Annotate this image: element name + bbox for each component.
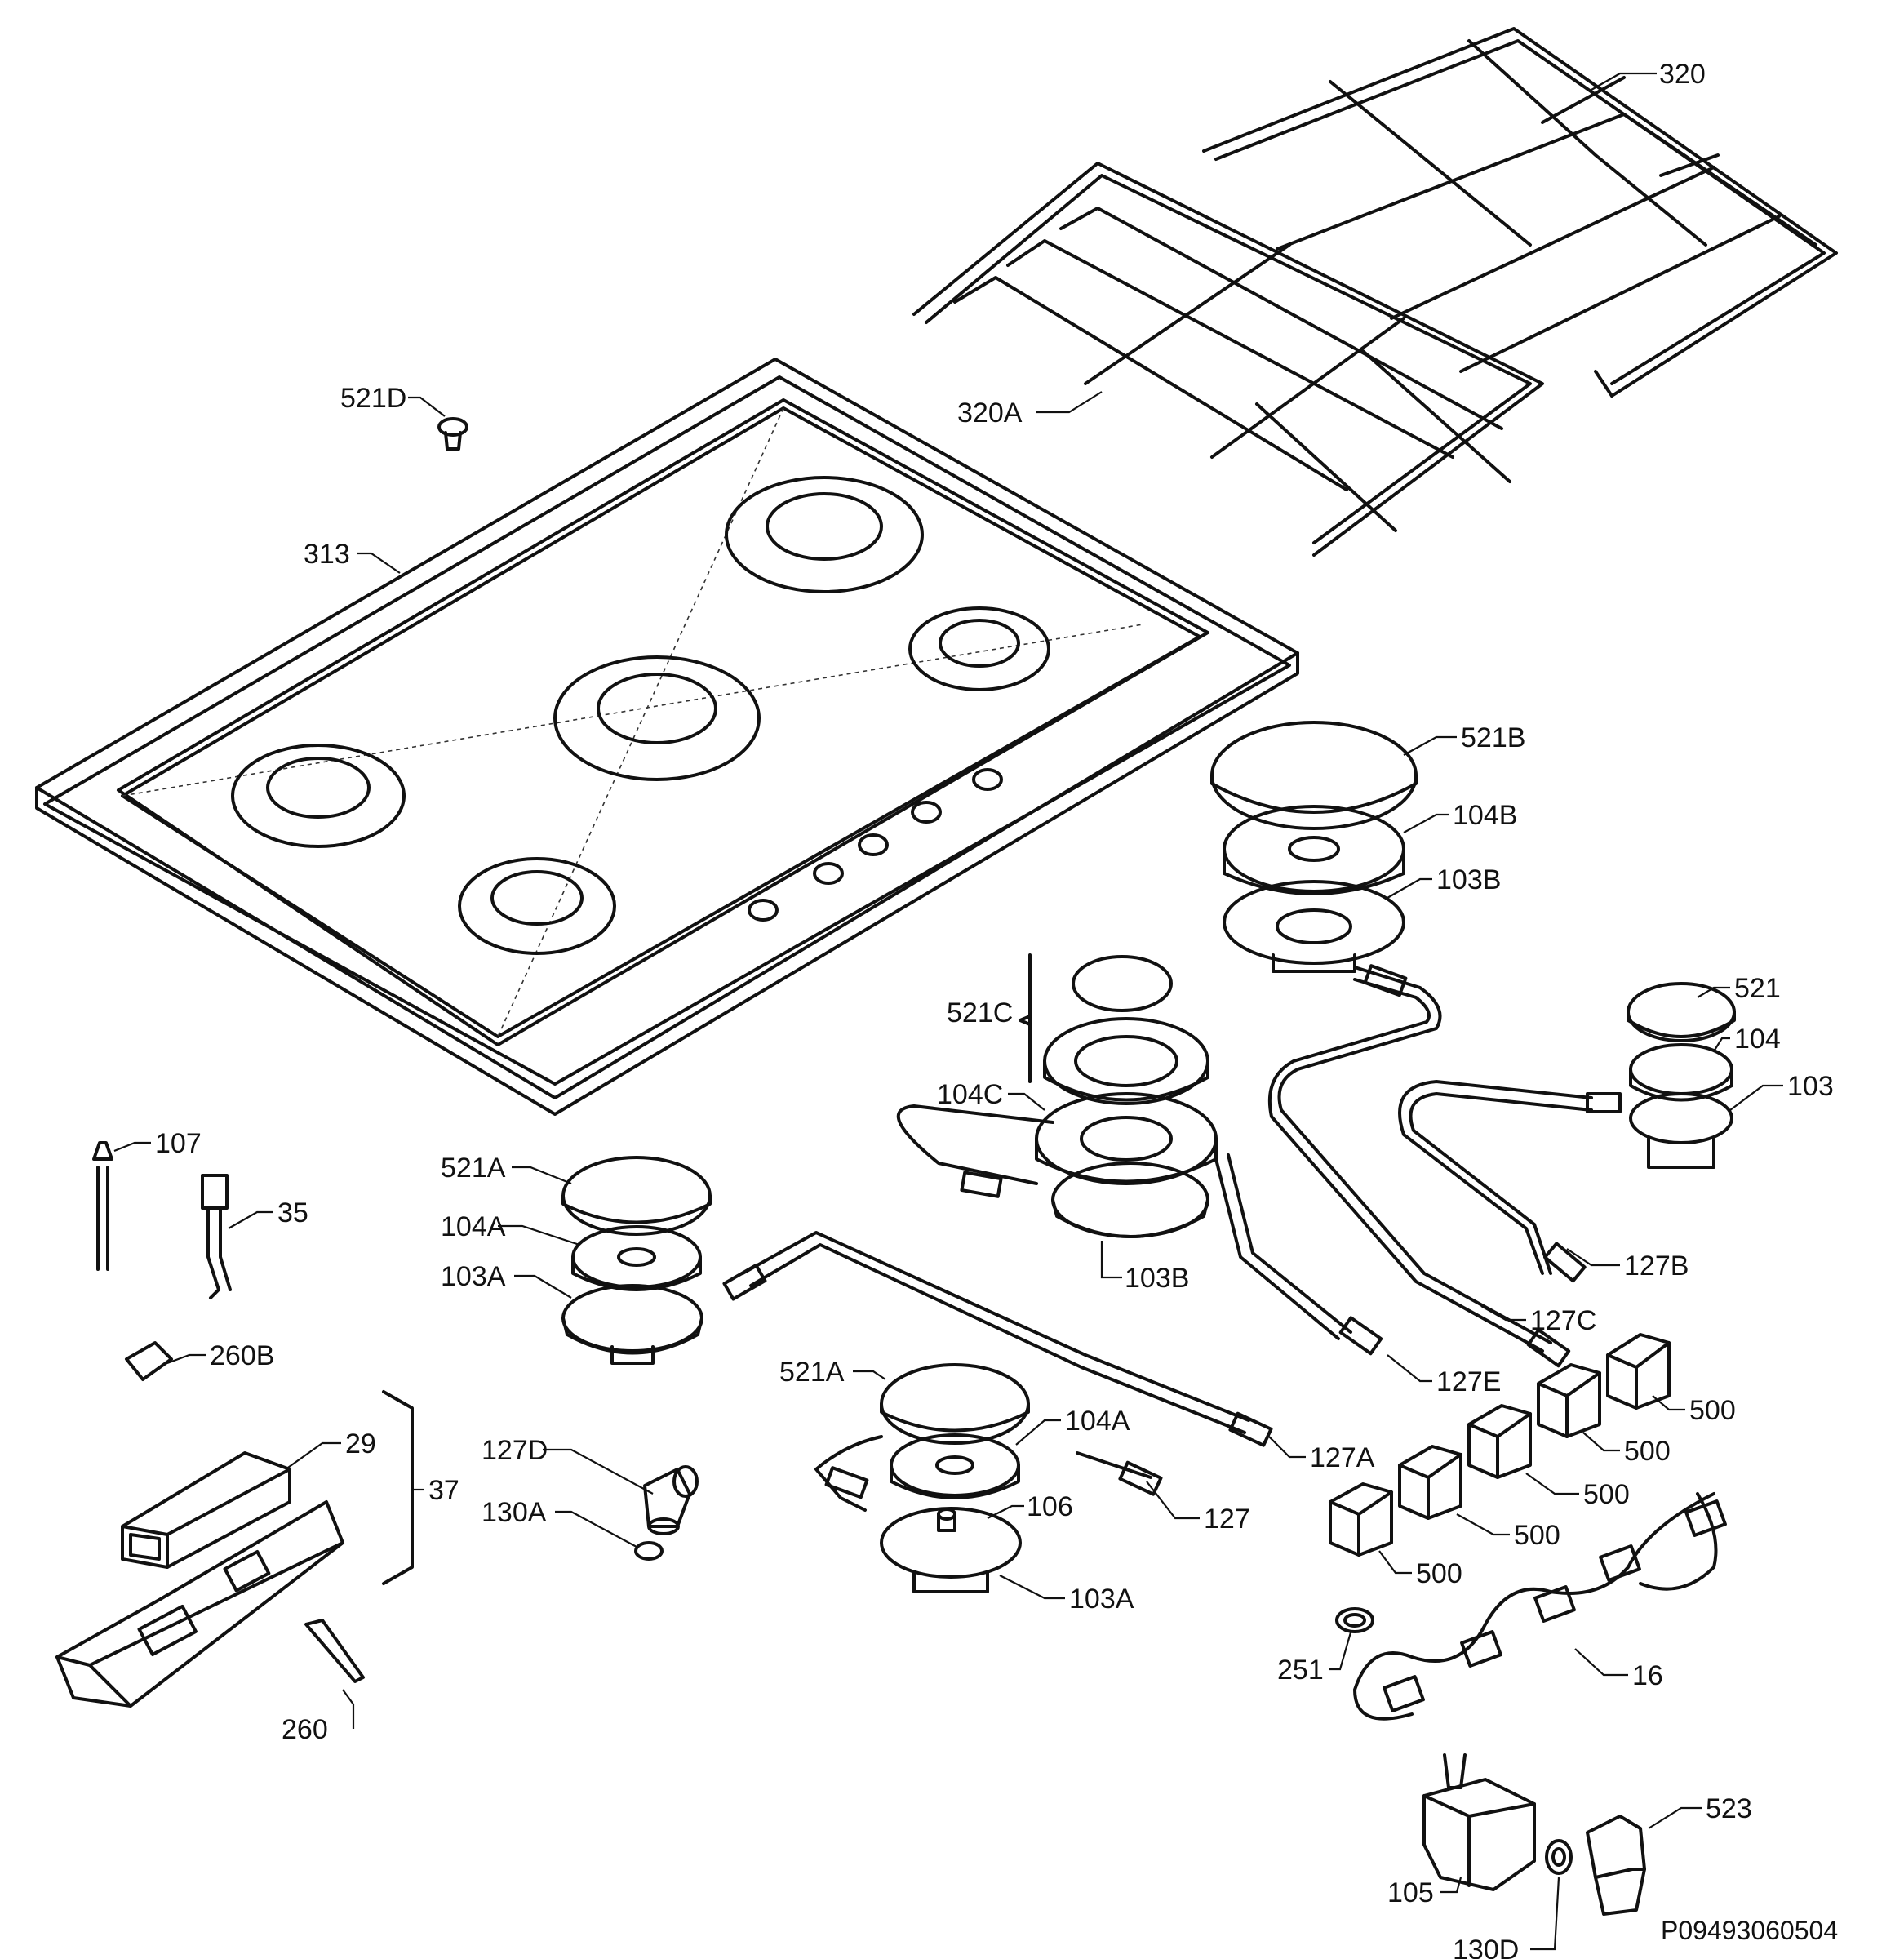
burner-cap-521A-left bbox=[561, 1156, 712, 1236]
label-521C: 521C bbox=[947, 997, 1013, 1028]
knob-500-4 bbox=[1398, 1445, 1462, 1520]
label-103A-mid: 103A bbox=[1069, 1584, 1134, 1615]
gas-pipes bbox=[741, 966, 1593, 1512]
knob-500-5 bbox=[1329, 1482, 1393, 1557]
label-127A: 127A bbox=[1310, 1442, 1375, 1473]
burner-cap-521 bbox=[1627, 982, 1736, 1042]
seal-130D bbox=[1545, 1839, 1573, 1875]
drawing-code: P09493060504 bbox=[1661, 1916, 1838, 1945]
hob-top-313 bbox=[35, 358, 1299, 1116]
elbow-127D bbox=[643, 1465, 699, 1535]
label-103: 103 bbox=[1787, 1071, 1834, 1102]
burner-cap-521C bbox=[1043, 955, 1209, 1105]
burner-base-103A-left bbox=[561, 1284, 703, 1365]
label-127E: 127E bbox=[1436, 1366, 1501, 1397]
bracket-521C bbox=[1019, 953, 1032, 1083]
label-16: 16 bbox=[1632, 1660, 1663, 1691]
label-320: 320 bbox=[1659, 59, 1706, 90]
burner-base-103 bbox=[1629, 1092, 1733, 1169]
spark-generator-37 bbox=[55, 1500, 344, 1708]
hob-burner-rings bbox=[231, 476, 1050, 955]
callout-labels: 320 320A 521D 313 521B 104B 103B 521 104… bbox=[155, 59, 1838, 1959]
flame-spreader-104 bbox=[1629, 1043, 1733, 1102]
hob-centre-lines bbox=[122, 407, 1143, 1037]
flame-spreader-104C bbox=[1035, 1092, 1218, 1185]
label-127: 127 bbox=[1204, 1504, 1250, 1535]
bracket-37 bbox=[382, 1390, 414, 1585]
label-127D: 127D bbox=[482, 1435, 548, 1466]
label-523: 523 bbox=[1706, 1793, 1752, 1824]
spark-generator-29 bbox=[121, 1451, 291, 1569]
label-260B: 260B bbox=[210, 1340, 274, 1371]
label-521B: 521B bbox=[1461, 722, 1525, 753]
label-500-2: 500 bbox=[1624, 1436, 1671, 1467]
label-37: 37 bbox=[428, 1475, 459, 1506]
leader-lines bbox=[113, 72, 1783, 1951]
flame-spreader-104A-mid bbox=[890, 1433, 1020, 1499]
label-521A-left: 521A bbox=[441, 1153, 506, 1184]
label-104C: 104C bbox=[937, 1079, 1003, 1110]
flame-spreader-104A-left bbox=[571, 1225, 702, 1291]
label-35: 35 bbox=[277, 1197, 308, 1228]
label-29: 29 bbox=[345, 1428, 376, 1459]
electrode-35 bbox=[201, 1174, 232, 1299]
label-106: 106 bbox=[1027, 1491, 1073, 1522]
burner-base-103A-mid bbox=[880, 1507, 1022, 1593]
ring-251 bbox=[1335, 1607, 1374, 1633]
label-320A: 320A bbox=[957, 398, 1023, 429]
label-104B: 104B bbox=[1453, 800, 1517, 831]
label-130A: 130A bbox=[482, 1497, 547, 1528]
label-103A-left: 103A bbox=[441, 1261, 506, 1292]
pipe-fittings bbox=[722, 964, 1622, 1499]
gas-tap-105 bbox=[1422, 1753, 1536, 1891]
label-104: 104 bbox=[1734, 1024, 1781, 1055]
label-500-1: 500 bbox=[1689, 1395, 1736, 1426]
label-251: 251 bbox=[1277, 1655, 1324, 1686]
wire-260 bbox=[304, 1619, 365, 1683]
label-521: 521 bbox=[1734, 973, 1781, 1004]
flame-spreader-104B bbox=[1223, 805, 1405, 895]
knob-500-1 bbox=[1606, 1333, 1671, 1410]
label-103B-mid: 103B bbox=[1125, 1263, 1189, 1294]
label-500-3: 500 bbox=[1583, 1479, 1630, 1510]
seal-130A bbox=[634, 1541, 664, 1561]
burner-base-103B-top bbox=[1223, 880, 1405, 973]
thermocouple-107 bbox=[92, 1141, 113, 1271]
pan-support-320A bbox=[912, 162, 1544, 557]
pan-support-320 bbox=[1202, 27, 1838, 398]
injector-106 bbox=[937, 1508, 956, 1532]
knob-500-2 bbox=[1537, 1363, 1601, 1438]
label-107: 107 bbox=[155, 1128, 202, 1159]
microswitch-harness-16 bbox=[1353, 1492, 1727, 1721]
label-104A-mid: 104A bbox=[1065, 1406, 1130, 1437]
burner-cap-521B bbox=[1210, 721, 1418, 830]
label-104A-left: 104A bbox=[441, 1211, 506, 1242]
label-260: 260 bbox=[282, 1714, 328, 1745]
label-130D: 130D bbox=[1453, 1935, 1519, 1959]
clip-523 bbox=[1586, 1815, 1646, 1916]
label-313: 313 bbox=[304, 539, 350, 570]
label-500-4: 500 bbox=[1514, 1520, 1560, 1551]
clip-260B bbox=[125, 1341, 173, 1381]
burner-cap-521A-mid bbox=[880, 1363, 1030, 1445]
label-500-5: 500 bbox=[1416, 1558, 1462, 1589]
label-521D: 521D bbox=[340, 383, 406, 414]
burner-base-103B-mid bbox=[1051, 1162, 1209, 1238]
label-105: 105 bbox=[1387, 1877, 1434, 1908]
label-103B-top: 103B bbox=[1436, 864, 1501, 895]
knob-500-3 bbox=[1467, 1404, 1532, 1479]
label-127C: 127C bbox=[1530, 1305, 1596, 1336]
cap-521D bbox=[437, 417, 468, 451]
label-521A-mid: 521A bbox=[779, 1357, 845, 1388]
label-127B: 127B bbox=[1624, 1250, 1689, 1282]
